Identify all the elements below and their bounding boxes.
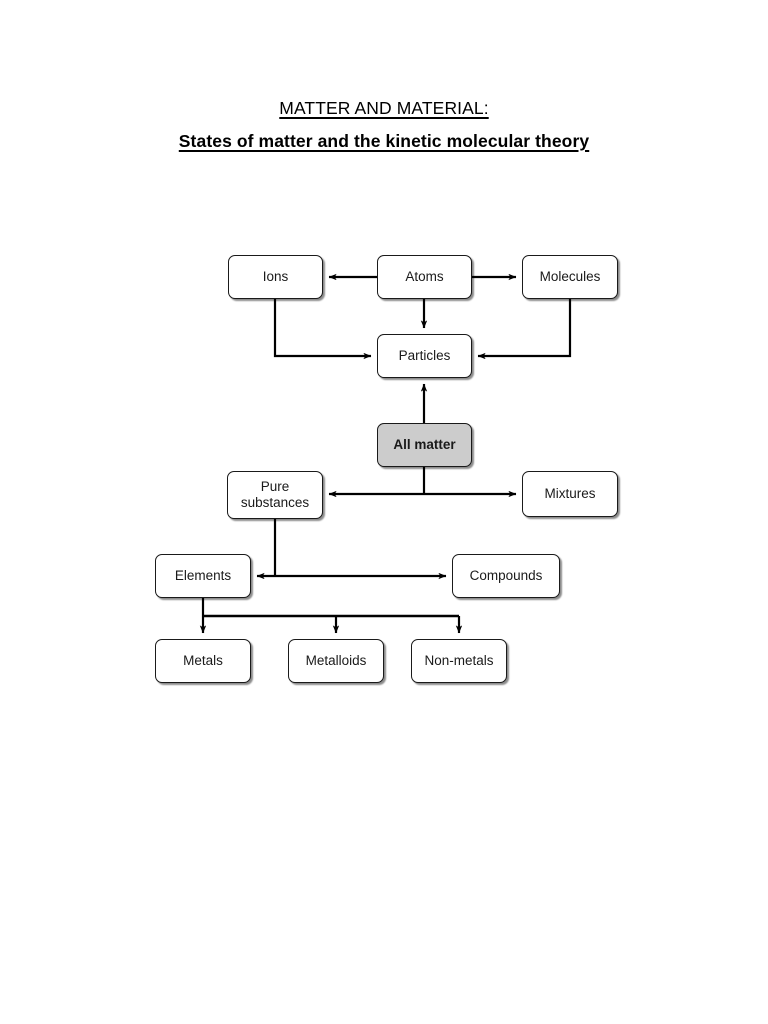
- node-elements[interactable]: Elements: [155, 554, 251, 598]
- node-particles-label: Particles: [398, 348, 451, 363]
- node-compounds-label: Compounds: [469, 568, 543, 583]
- edge-molecules-particles: [477, 299, 572, 360]
- node-ions-label: Ions: [262, 269, 289, 284]
- node-all-matter[interactable]: All matter: [377, 423, 472, 467]
- node-atoms-label: Atoms: [405, 269, 444, 284]
- node-pure-substances[interactable]: Pure substances: [227, 471, 323, 519]
- node-molecules[interactable]: Molecules: [522, 255, 618, 299]
- node-ions[interactable]: Ions: [228, 255, 323, 299]
- node-atoms[interactable]: Atoms: [377, 255, 472, 299]
- node-compounds[interactable]: Compounds: [452, 554, 560, 598]
- node-metals-label: Metals: [183, 653, 223, 668]
- node-molecules-label: Molecules: [539, 269, 601, 284]
- node-pure-substances-label: Pure substances: [240, 479, 310, 510]
- document-heading: MATTER AND MATERIAL: States of matter an…: [0, 92, 768, 158]
- page-subtitle: States of matter and the kinetic molecul…: [178, 131, 590, 151]
- node-non-metals[interactable]: Non-metals: [411, 639, 507, 683]
- edge-ions-particles: [273, 299, 372, 360]
- node-mixtures[interactable]: Mixtures: [522, 471, 618, 517]
- node-mixtures-label: Mixtures: [544, 486, 596, 501]
- node-all-matter-label: All matter: [393, 437, 456, 452]
- node-particles[interactable]: Particles: [377, 334, 472, 378]
- node-elements-label: Elements: [174, 568, 232, 583]
- node-metals[interactable]: Metals: [155, 639, 251, 683]
- node-non-metals-label: Non-metals: [424, 653, 494, 668]
- page-title: MATTER AND MATERIAL:: [279, 98, 489, 118]
- node-metalloids[interactable]: Metalloids: [288, 639, 384, 683]
- node-metalloids-label: Metalloids: [305, 653, 367, 668]
